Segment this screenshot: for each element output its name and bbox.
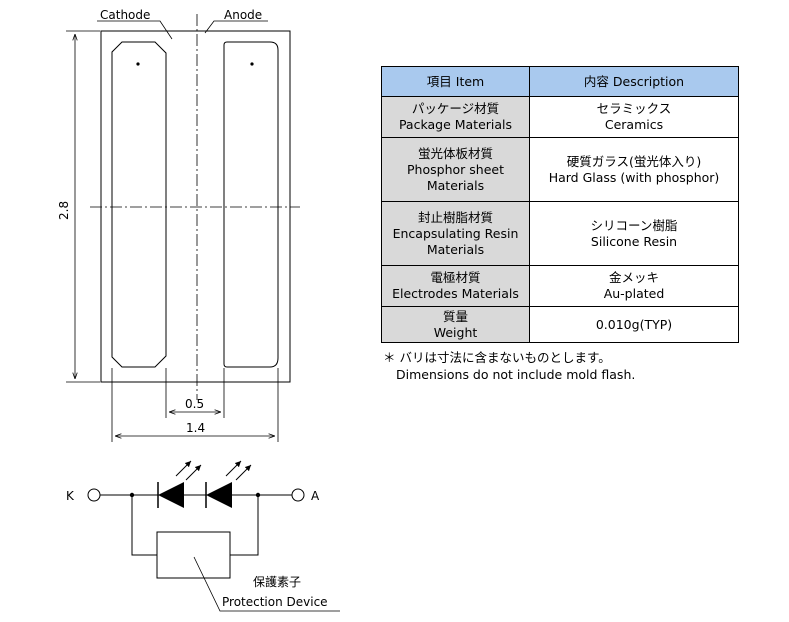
- anode-leader: [204, 20, 268, 34]
- led-1-emission-1: [175, 460, 192, 477]
- anode-label: Anode: [224, 8, 262, 22]
- notes: ＊ バリは寸法に含まないものとします。 Dimensions do not in…: [383, 349, 635, 383]
- anode-dot: [250, 62, 254, 66]
- led-2-emission-2: [235, 464, 252, 481]
- row-electrodes-desc: 金メッキ Au-plated: [529, 265, 739, 307]
- row-weight-item: 質量 Weight: [381, 306, 530, 343]
- k-terminal-label: K: [66, 489, 75, 503]
- cathode-leader: [97, 20, 173, 40]
- table-row: パッケージ材質 Package Materials セラミックス Ceramic…: [381, 96, 739, 138]
- height-dim-label: 2.8: [57, 201, 71, 220]
- a-terminal: [291, 488, 305, 502]
- row-package-item: パッケージ材質 Package Materials: [381, 96, 530, 138]
- row-phosphor-desc: 硬質ガラス(蛍光体入り) Hard Glass (with phosphor): [529, 137, 739, 202]
- package-outline: [100, 30, 291, 383]
- note-en: Dimensions do not include mold flash.: [396, 367, 636, 382]
- header-description: 内容 Description: [529, 66, 739, 97]
- cathode-pad: [111, 41, 167, 368]
- row-resin-desc: シリコーン樹脂 Silicone Resin: [529, 201, 739, 266]
- led-2-emission-1: [225, 460, 242, 477]
- width-dim-label: 1.4: [186, 421, 205, 435]
- cathode-dot: [136, 62, 140, 66]
- protection-device-box: [156, 531, 231, 579]
- note-jp: ＊ バリは寸法に含まないものとします。: [383, 350, 611, 365]
- row-electrodes-item: 電極材質 Electrodes Materials: [381, 265, 530, 307]
- table-row: 電極材質 Electrodes Materials 金メッキ Au-plated: [381, 265, 739, 307]
- gap-dim-label: 0.5: [185, 397, 204, 411]
- table-row: 質量 Weight 0.010g(TYP): [381, 306, 739, 343]
- cathode-label: Cathode: [100, 8, 150, 22]
- table-row: 封止樹脂材質 Encapsulating Resin Materials シリコ…: [381, 201, 739, 266]
- protection-label-jp: 保護素子: [253, 574, 301, 589]
- row-phosphor-item: 蛍光体板材質 Phosphor sheet Materials: [381, 137, 530, 202]
- led-2-triangle: [206, 482, 232, 508]
- protection-wire-right: [230, 495, 259, 556]
- protection-wire-left: [131, 495, 157, 556]
- circuit-diagram: K A 保護素子 Protection Device: [66, 460, 340, 612]
- protection-leader: [193, 556, 340, 612]
- a-terminal-label: A: [311, 489, 320, 503]
- row-weight-desc: 0.010g(TYP): [529, 306, 739, 343]
- led-1-triangle: [158, 482, 184, 508]
- row-resin-item: 封止樹脂材質 Encapsulating Resin Materials: [381, 201, 530, 266]
- led-1-emission-2: [185, 464, 202, 481]
- header-item: 項目 Item: [381, 66, 530, 97]
- protection-label-en: Protection Device: [222, 595, 328, 609]
- row-package-desc: セラミックス Ceramics: [529, 96, 739, 138]
- k-terminal: [87, 488, 101, 502]
- anode-pad: [223, 41, 279, 368]
- table-row: 蛍光体板材質 Phosphor sheet Materials 硬質ガラス(蛍光…: [381, 137, 739, 202]
- table-header-row: 項目 Item 内容 Description: [381, 66, 739, 97]
- materials-table: 項目 Item 内容 Description パッケージ材質 Package M…: [381, 66, 739, 343]
